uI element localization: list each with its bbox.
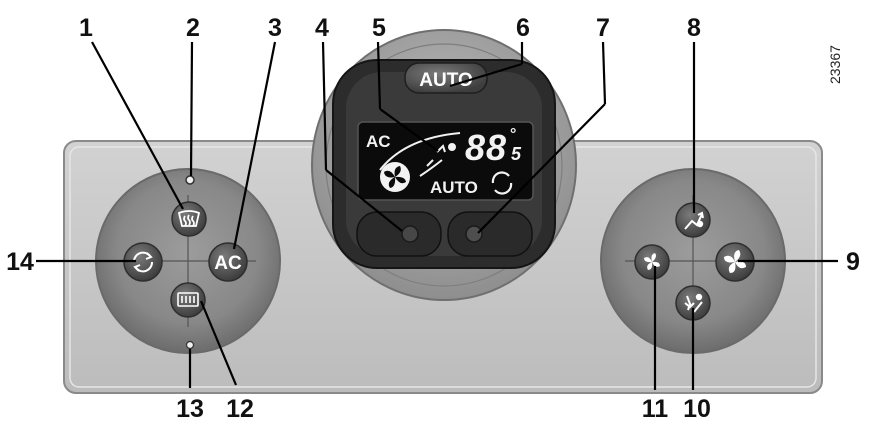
left-knob-indicator-top bbox=[185, 175, 195, 185]
air-to-feet-button[interactable] bbox=[675, 285, 711, 321]
callout-7: 7 bbox=[596, 14, 610, 42]
rear-demist-button[interactable] bbox=[170, 282, 206, 318]
ac-button[interactable]: AC bbox=[208, 242, 248, 282]
display-temperature: 88 bbox=[465, 127, 507, 168]
display-ac-indicator: AC bbox=[366, 132, 391, 151]
fan-increase-button[interactable] bbox=[715, 242, 755, 282]
display-button-right[interactable] bbox=[447, 211, 533, 257]
air-distribution-icon bbox=[379, 132, 461, 177]
windscreen-demist-icon bbox=[177, 210, 201, 227]
air-to-face-icon bbox=[684, 211, 704, 230]
callout-2: 2 bbox=[186, 14, 200, 42]
callout-14: 14 bbox=[6, 248, 34, 276]
recirculation-display-icon bbox=[491, 171, 513, 195]
callout-12: 12 bbox=[226, 395, 254, 423]
callout-11: 11 bbox=[642, 395, 669, 423]
callout-3: 3 bbox=[268, 14, 282, 42]
callout-4: 4 bbox=[315, 14, 329, 42]
callout-13: 13 bbox=[176, 395, 204, 423]
auto-button-label: AUTO bbox=[419, 70, 472, 91]
callout-1: 1 bbox=[79, 14, 93, 42]
callout-9: 9 bbox=[846, 248, 860, 276]
figure-reference: 23367 bbox=[827, 45, 843, 84]
callout-10: 10 bbox=[683, 395, 711, 423]
recirculation-icon bbox=[132, 251, 154, 273]
fan-display-icon bbox=[380, 162, 410, 192]
auto-button[interactable]: AUTO bbox=[404, 62, 488, 94]
fan-increase-icon bbox=[724, 250, 746, 273]
display-temperature-decimal: 5 bbox=[511, 144, 522, 164]
fan-decrease-icon bbox=[644, 253, 660, 270]
callout-6: 6 bbox=[516, 14, 530, 42]
leader-lines bbox=[36, 41, 838, 390]
ac-button-label: AC bbox=[214, 253, 242, 274]
callout-5: 5 bbox=[372, 14, 386, 42]
display-button-left[interactable] bbox=[356, 211, 442, 257]
lcd-display: AC 88 ° 5 AUTO bbox=[357, 121, 534, 201]
callout-8: 8 bbox=[687, 14, 701, 42]
display-auto-indicator: AUTO bbox=[430, 178, 478, 197]
air-to-feet-icon bbox=[684, 293, 703, 313]
display-degree-symbol: ° bbox=[510, 126, 516, 143]
rear-demist-icon bbox=[177, 292, 199, 307]
fan-decrease-button[interactable] bbox=[634, 244, 670, 280]
windscreen-demist-button[interactable] bbox=[171, 201, 207, 237]
left-knob-indicator-bottom bbox=[185, 340, 195, 350]
